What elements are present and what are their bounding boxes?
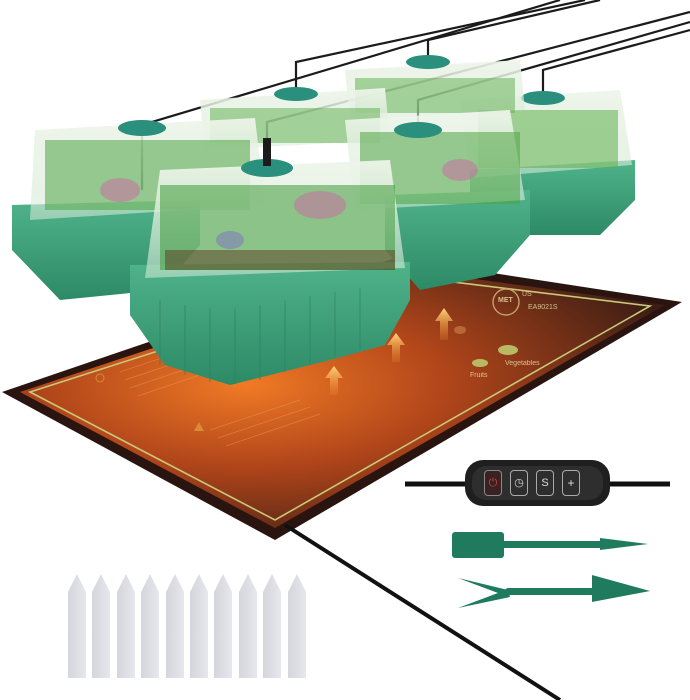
scoop-tool (452, 532, 648, 558)
fruits-label: Fruits (470, 372, 488, 379)
plant-labels (68, 574, 306, 678)
met-brand-mark: MET (498, 297, 513, 304)
plant-label (92, 574, 110, 678)
plant-label (166, 574, 184, 678)
mode-button[interactable]: S (536, 470, 554, 496)
timer-button[interactable]: ◷ (510, 470, 528, 496)
info-circle-icon (95, 373, 105, 383)
cert-region-text: US (522, 291, 532, 298)
fork-tool (458, 575, 650, 608)
seedling-icon (454, 326, 466, 334)
power-button[interactable]: ⏻ (484, 470, 502, 496)
tray-middle-right (345, 110, 530, 290)
plant-label (190, 574, 208, 678)
model-number: EA9021S (528, 304, 558, 311)
controller-buttons: ⏻ ◷ S + (484, 470, 580, 496)
plant-label (288, 574, 306, 678)
heat-arrows (325, 308, 453, 395)
plus-button[interactable]: + (562, 470, 580, 496)
plant-label (214, 574, 232, 678)
heat-arrow-icon (325, 366, 343, 395)
tray-front-center (130, 138, 410, 385)
plant-label (141, 574, 159, 678)
plant-label (117, 574, 135, 678)
met-cert-icon (492, 288, 520, 316)
vegetables-icon (498, 345, 518, 355)
heat-arrow-icon (387, 333, 405, 362)
plant-label (239, 574, 257, 678)
mat-power-cable (283, 523, 562, 700)
heat-arrow-icon (435, 308, 453, 340)
plant-label (68, 574, 86, 678)
heat-mat (2, 258, 682, 540)
fruits-icon (472, 359, 488, 367)
vegetables-label: Vegetables (505, 360, 540, 367)
garden-tools (452, 532, 650, 608)
plant-label (263, 574, 281, 678)
warning-triangle-icon (194, 422, 204, 431)
